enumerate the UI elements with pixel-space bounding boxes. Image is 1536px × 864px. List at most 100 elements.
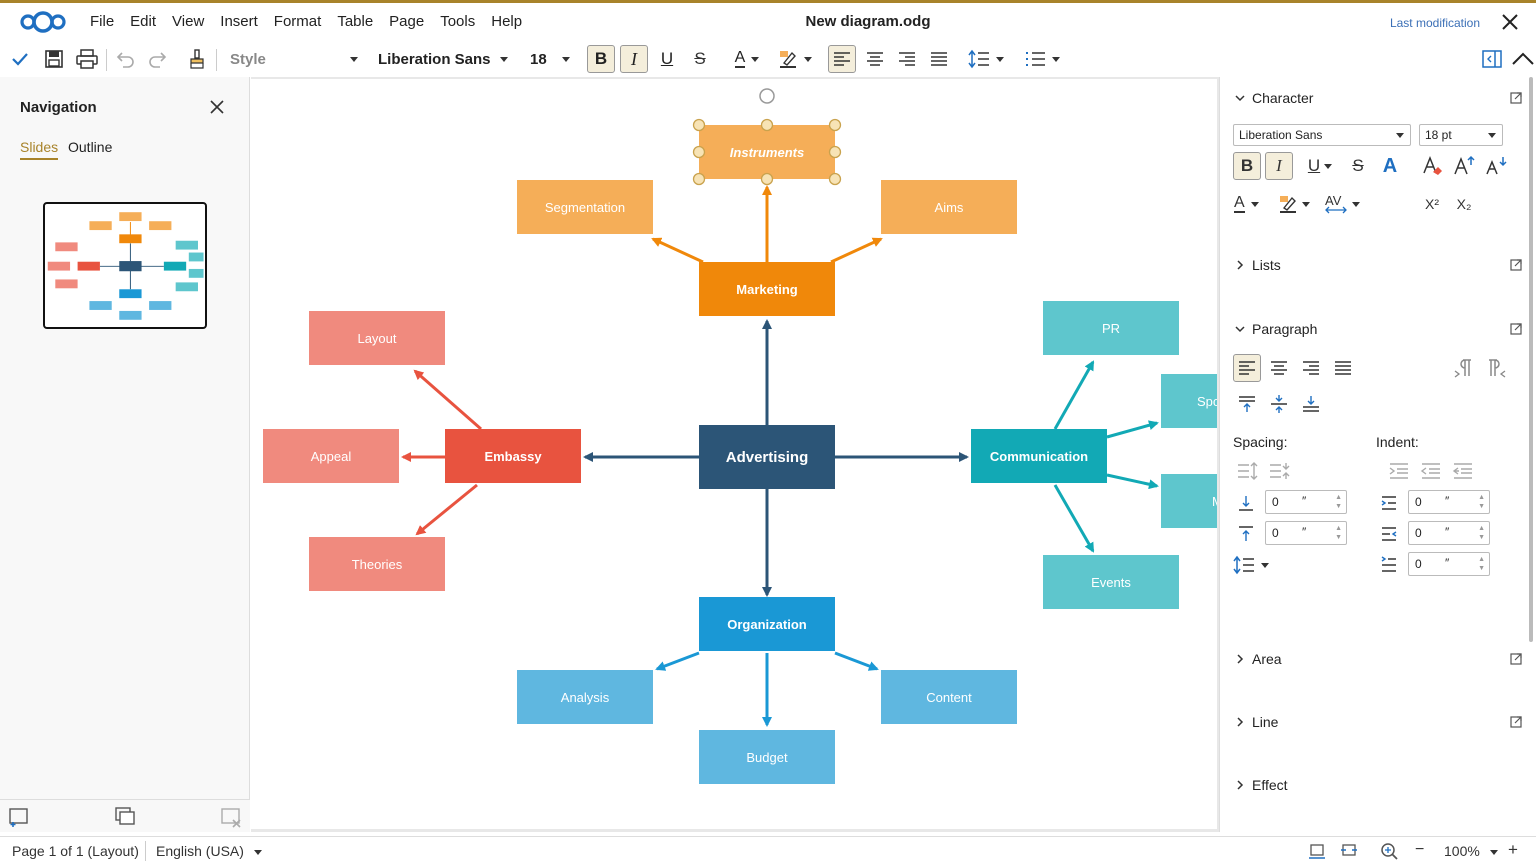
menu-view[interactable]: View <box>172 13 205 30</box>
align-top-button[interactable] <box>1233 390 1261 418</box>
fit-width-icon[interactable] <box>1340 842 1358 860</box>
subscript-button[interactable]: X₂ <box>1450 190 1478 218</box>
align-left-button[interactable] <box>828 45 856 73</box>
underline-button[interactable]: U <box>653 45 681 73</box>
sidebar-toggle-button[interactable] <box>1478 45 1506 73</box>
menu-edit[interactable]: Edit <box>130 13 157 30</box>
duplicate-slide-icon[interactable] <box>114 806 136 828</box>
more-options-icon[interactable] <box>1510 716 1522 728</box>
decrease-indent-button[interactable] <box>1417 457 1445 485</box>
fit-page-icon[interactable] <box>1308 842 1326 860</box>
bold-button[interactable]: B <box>587 45 615 73</box>
right-to-left-button[interactable] <box>1482 354 1510 382</box>
menu-help[interactable]: Help <box>491 13 523 30</box>
above-spacing-input[interactable]: 0 ″ ▲▼ <box>1265 490 1347 514</box>
increase-indent-button[interactable] <box>1385 457 1413 485</box>
document-title[interactable]: New diagram.odg <box>805 13 931 30</box>
below-spacing-input[interactable]: 0 ″ ▲▼ <box>1265 521 1347 545</box>
spinner-arrows-icon[interactable]: ▲▼ <box>1478 525 1485 541</box>
zoom-icon[interactable] <box>1380 842 1398 860</box>
left-to-right-button[interactable] <box>1450 354 1478 382</box>
sidebar-justify-button[interactable] <box>1329 354 1357 382</box>
connector-communication-pr[interactable] <box>1053 360 1095 430</box>
section-paragraph-header[interactable]: Paragraph <box>1234 321 1317 337</box>
menu-tools[interactable]: Tools <box>440 13 476 30</box>
connector-organization-content[interactable] <box>834 651 879 671</box>
shrink-font-button[interactable] <box>1482 152 1510 180</box>
connector-embassy-layout[interactable] <box>413 369 482 431</box>
increase-spacing-button[interactable] <box>1233 457 1261 485</box>
more-options-icon[interactable] <box>1510 259 1522 271</box>
style-dropdown[interactable]: Style <box>224 45 364 73</box>
node-appeal[interactable]: Appeal <box>263 429 399 483</box>
connector-communication-events[interactable] <box>1053 484 1095 553</box>
sidebar-italic-button[interactable]: I <box>1265 152 1293 180</box>
sidebar-align-left-button[interactable] <box>1233 354 1261 382</box>
node-content[interactable]: Content <box>881 670 1017 724</box>
connector-communication-sponsoring[interactable] <box>1106 420 1159 439</box>
sidebar-underline-button[interactable]: U <box>1300 152 1328 180</box>
strikethrough-button[interactable]: S <box>686 45 714 73</box>
node-advertising[interactable]: Advertising <box>699 425 835 489</box>
align-center-button[interactable] <box>861 45 889 73</box>
after-text-indent-input[interactable]: 0 ″ ▲▼ <box>1408 521 1490 545</box>
tab-slides[interactable]: Slides <box>20 139 59 160</box>
more-options-icon[interactable] <box>1510 323 1522 335</box>
grow-font-button[interactable] <box>1450 152 1478 180</box>
menu-format[interactable]: Format <box>273 13 322 30</box>
tab-outline[interactable]: Outline <box>68 139 113 155</box>
zoom-out-button[interactable]: − <box>1415 841 1425 858</box>
spinner-arrows-icon[interactable]: ▲▼ <box>1478 494 1485 510</box>
sidebar-font-color-button[interactable]: A <box>1234 190 1274 218</box>
close-icon[interactable] <box>208 98 226 116</box>
sidebar-bold-button[interactable]: B <box>1233 152 1261 180</box>
accept-button[interactable] <box>8 45 32 73</box>
highlight-button[interactable] <box>774 45 816 73</box>
align-bottom-button[interactable] <box>1297 390 1325 418</box>
numbering-button[interactable] <box>1020 45 1064 73</box>
spinner-arrows-icon[interactable]: ▲▼ <box>1478 556 1485 572</box>
delete-slide-icon[interactable] <box>220 806 242 828</box>
section-lists-header[interactable]: Lists <box>1234 257 1281 273</box>
decrease-spacing-button[interactable] <box>1265 457 1293 485</box>
sidebar-highlight-button[interactable] <box>1278 190 1318 218</box>
more-options-icon[interactable] <box>1510 92 1522 104</box>
character-spacing-button[interactable]: AV <box>1324 190 1368 218</box>
undo-button[interactable] <box>112 45 138 73</box>
save-button[interactable] <box>41 45 67 73</box>
zoom-level-dropdown[interactable]: 100% <box>1444 843 1498 859</box>
sidebar-align-right-button[interactable] <box>1297 354 1325 382</box>
node-media[interactable]: M <box>1161 474 1217 528</box>
section-effect-header[interactable]: Effect <box>1234 777 1288 793</box>
node-pr[interactable]: PR <box>1043 301 1179 355</box>
node-aims[interactable]: Aims <box>881 180 1017 234</box>
language-selector[interactable]: English (USA) <box>156 843 262 859</box>
drawing-page[interactable]: Instruments Segmentation Aims Marketing … <box>251 79 1217 829</box>
font-size-dropdown[interactable]: 18 <box>524 45 576 73</box>
zoom-in-button[interactable]: + <box>1508 840 1518 859</box>
first-line-indent-input[interactable]: 0 ″ ▲▼ <box>1408 552 1490 576</box>
sidebar-strikethrough-button[interactable]: S <box>1344 152 1372 180</box>
clone-formatting-button[interactable] <box>184 45 210 73</box>
node-organization[interactable]: Organization <box>699 597 835 651</box>
close-document-icon[interactable] <box>1500 12 1520 32</box>
italic-button[interactable]: I <box>620 45 648 73</box>
slide-thumbnail[interactable] <box>43 202 207 329</box>
spinner-arrows-icon[interactable]: ▲▼ <box>1335 525 1342 541</box>
collapse-toolbar-button[interactable] <box>1510 45 1536 73</box>
redo-button[interactable] <box>145 45 171 73</box>
line-spacing-button[interactable] <box>964 45 1008 73</box>
clear-formatting-button[interactable] <box>1418 152 1446 180</box>
hanging-indent-button[interactable] <box>1449 457 1477 485</box>
sidebar-font-name-dropdown[interactable]: Liberation Sans <box>1233 124 1411 146</box>
node-sponsoring[interactable]: Spo <box>1161 374 1217 428</box>
node-marketing[interactable]: Marketing <box>699 262 835 316</box>
section-line-header[interactable]: Line <box>1234 714 1278 730</box>
menu-page[interactable]: Page <box>389 13 425 30</box>
node-communication[interactable]: Communication <box>971 429 1107 483</box>
connector-embassy-theories[interactable] <box>415 483 478 536</box>
node-instruments[interactable]: Instruments <box>699 125 835 179</box>
justify-button[interactable] <box>925 45 953 73</box>
sidebar-align-center-button[interactable] <box>1265 354 1293 382</box>
connector-communication-media[interactable] <box>1106 473 1159 490</box>
